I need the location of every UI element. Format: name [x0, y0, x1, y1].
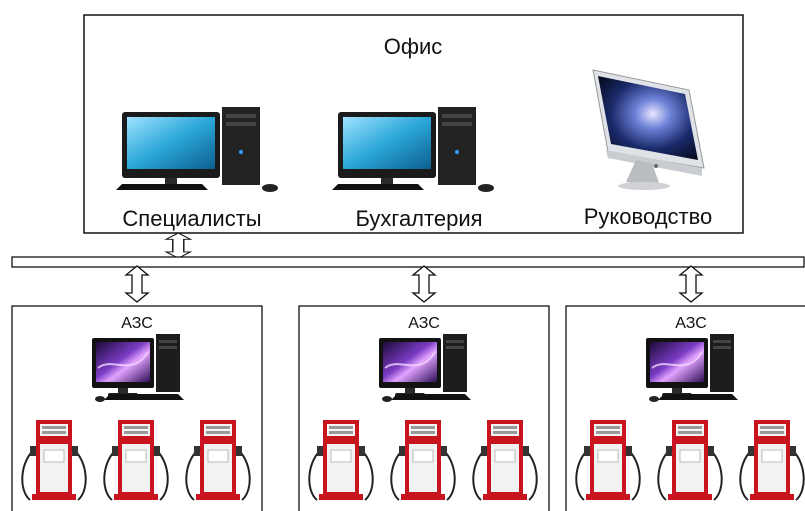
workstation-label: Специалисты: [122, 206, 261, 231]
network-bus: [11, 256, 805, 268]
imac-icon: [592, 69, 705, 190]
double-arrow-icon: [412, 265, 436, 303]
office-title: Офис: [384, 34, 443, 59]
workstation-label: Бухгалтерия: [355, 206, 482, 231]
double-arrow-icon: [125, 265, 149, 303]
station-title: АЗС: [408, 315, 440, 332]
gas-station-box: АЗС: [565, 305, 805, 511]
gas-station-box: АЗС: [298, 305, 550, 511]
double-arrow-icon: [165, 232, 192, 259]
workstation-label: Руководство: [584, 204, 713, 229]
station-title: АЗС: [121, 315, 153, 332]
gas-station-box: АЗС: [11, 305, 263, 511]
double-arrow-icon: [679, 265, 703, 303]
station-title: АЗС: [675, 315, 707, 332]
